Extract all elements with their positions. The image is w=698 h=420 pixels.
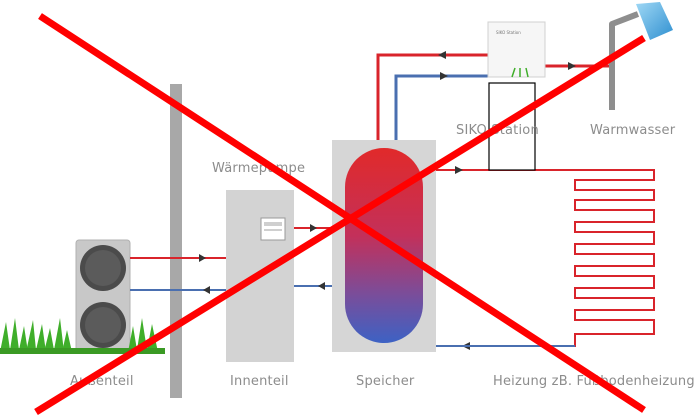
svg-text:SIKO Station: SIKO Station bbox=[496, 30, 521, 35]
label-speicher: Speicher bbox=[356, 374, 415, 389]
fan-icon bbox=[80, 245, 126, 348]
siko-station: SIKO Station bbox=[487, 21, 546, 78]
outdoor-unit bbox=[75, 239, 131, 353]
shower-icon bbox=[609, 2, 673, 110]
outdoor-pipes bbox=[130, 254, 226, 294]
wall bbox=[170, 84, 182, 398]
floor-heating-coil bbox=[436, 166, 655, 350]
strike-x bbox=[34, 13, 646, 415]
label-waermepumpe: Wärmepumpe bbox=[212, 161, 305, 176]
label-innenteil: Innenteil bbox=[230, 374, 289, 389]
grass-icon bbox=[0, 318, 165, 354]
storage-tank bbox=[332, 140, 436, 352]
label-heizung: Heizung zB. Fußbodenheizung bbox=[493, 374, 695, 389]
label-warmwasser: Warmwasser bbox=[590, 123, 676, 138]
